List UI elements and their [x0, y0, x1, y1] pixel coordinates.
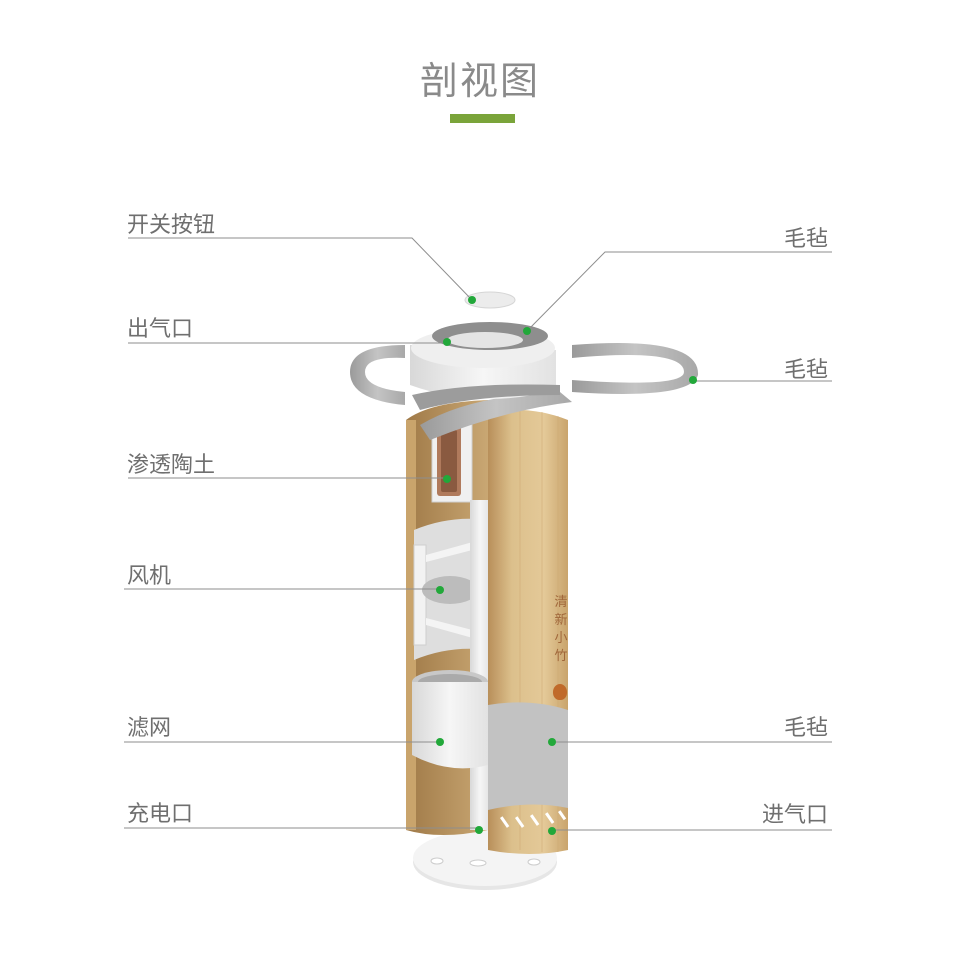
label-fan: 风机 — [127, 564, 172, 589]
callout-markers — [436, 296, 697, 835]
top-cap — [410, 322, 556, 399]
label-top-felt: 毛毡 — [783, 227, 828, 252]
bamboo-shell-front — [488, 409, 568, 854]
switch-button-part — [464, 291, 516, 309]
label-filter: 滤网 — [127, 716, 172, 741]
label-air-outlet: 出气口 — [127, 317, 194, 342]
felt-band-top — [420, 392, 572, 440]
marker-permeable-clay — [443, 475, 451, 483]
marker-charging-port — [475, 826, 483, 834]
marker-air-inlet — [548, 827, 556, 835]
label-air-inlet: 进气口 — [761, 803, 828, 828]
filter-cylinder — [412, 670, 488, 769]
label-switch-button: 开关按钮 — [127, 213, 216, 238]
marker-filter — [436, 738, 444, 746]
brand-logo-icon — [553, 684, 567, 700]
felt-ring-left — [350, 345, 405, 405]
label-charging-port: 充电口 — [127, 802, 194, 827]
label-body-felt: 毛毡 — [783, 716, 828, 741]
felt-ring-inner — [412, 384, 560, 410]
page-title: 剖视图 — [419, 59, 540, 103]
marker-felt-ring — [689, 376, 697, 384]
label-permeable-clay: 渗透陶土 — [127, 453, 216, 478]
central-tube — [470, 500, 490, 830]
marker-switch-button — [468, 296, 476, 304]
marker-top-felt — [523, 327, 531, 335]
fan-housing — [413, 518, 488, 660]
title-underline — [450, 114, 515, 123]
felt-ring-right — [572, 343, 699, 394]
product-brand-text: 清新小竹 — [554, 595, 568, 664]
leader-lines — [124, 237, 832, 831]
marker-air-outlet — [443, 338, 451, 346]
label-felt-ring: 毛毡 — [783, 358, 828, 383]
marker-fan — [436, 586, 444, 594]
marker-body-felt — [548, 738, 556, 746]
